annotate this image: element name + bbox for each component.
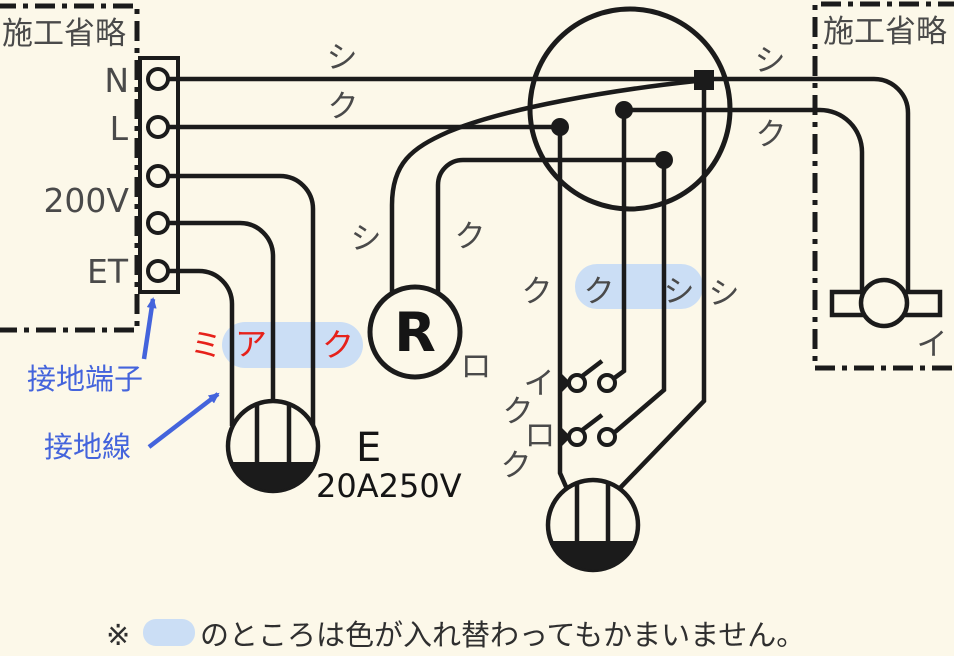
outlet-terminal-lines	[254, 405, 292, 462]
right-omission-label: 施工省略	[823, 14, 947, 50]
highlight-legend-swatch	[143, 619, 195, 646]
terminal-200v-1	[146, 164, 170, 188]
note-text: のところは色が入れ替わってもかまいません。	[200, 618, 805, 652]
power-terminal-block	[138, 56, 180, 294]
lamp-terminal-lines	[574, 484, 611, 541]
switch-bottom-blade	[579, 413, 604, 433]
terminal-200v-2	[146, 211, 170, 235]
wire-label-mid-ku-2: ク	[584, 274, 615, 310]
outlet-black-segment	[232, 464, 314, 491]
wire-label-l-ku: ク	[328, 89, 359, 125]
switch-bottom-feed-notch	[558, 424, 571, 450]
annotation-ground-wire: 接地線	[44, 430, 131, 464]
wire-label-r-right-ku: ク	[455, 219, 486, 255]
wire-label-mid-shi-1: シ	[664, 274, 695, 310]
wire-to-right-device	[624, 107, 865, 292]
wire-label-right-shi: シ	[755, 43, 786, 79]
switches	[567, 359, 617, 447]
wire-switch-common	[557, 127, 570, 490]
outlet-e-label: E	[356, 425, 381, 471]
annotation-ground-terminal: 接地端子	[27, 362, 143, 396]
terminal-et-label: ET	[87, 252, 129, 291]
connection-dot-1	[551, 118, 569, 136]
arrow-ground-terminal	[141, 297, 157, 360]
device-r-letter: R	[394, 301, 436, 364]
wire-label-n-shi: シ	[327, 40, 358, 76]
terminal-l-label: L	[110, 109, 129, 148]
switch-top-right-contact	[597, 373, 617, 393]
wire-label-r-left-shi: シ	[351, 221, 382, 257]
wire-square-to-lamp	[618, 80, 707, 490]
ceiling-light-circle	[858, 277, 910, 329]
outlet-20a250v-e	[225, 398, 321, 494]
ceiling-light-device	[829, 277, 943, 329]
connection-dot-3	[655, 151, 673, 169]
terminal-n-label: N	[104, 61, 129, 100]
connection-dot-2	[615, 101, 633, 119]
left-omission-label: 施工省略	[2, 16, 126, 52]
left-omission-box	[0, 3, 140, 333]
wire-200v-red	[169, 220, 276, 402]
wire-label-mid-shi-2: シ	[709, 276, 740, 312]
wire-label-outlet-ku: ク	[322, 326, 354, 364]
terminal-block-outline	[138, 56, 180, 294]
wires	[169, 76, 911, 490]
wire-to-switch-bottom	[613, 160, 667, 434]
terminal-l	[146, 115, 170, 139]
circuit-label-r-ro: ロ	[461, 349, 492, 385]
wire-r-to-square	[389, 78, 697, 294]
wire-label-outlet-a: ア	[235, 325, 267, 363]
wire-to-switch-top	[611, 110, 627, 381]
lamp-black-segment	[552, 543, 634, 570]
switch-bottom-left-contact	[567, 427, 587, 447]
switch-top-feed-notch	[558, 370, 571, 396]
circuit-label-switch-bottom-ro: ロ	[525, 418, 556, 454]
wire-label-switch-top-ku: ク	[503, 394, 534, 430]
circuit-label-right-device-i: イ	[917, 327, 948, 363]
swap-highlights	[143, 264, 703, 646]
circuit-label-switch-top-i: イ	[524, 366, 555, 402]
wire-200v-black	[169, 173, 316, 426]
switch-top-blade	[579, 359, 604, 379]
wire-label-outlet-mi: ミ	[190, 326, 222, 364]
highlight-outlet-colors	[222, 322, 363, 368]
connection-square	[694, 70, 714, 90]
right-omission-box	[812, 1, 954, 371]
lamp-receptacle	[545, 477, 641, 573]
wire-ground	[169, 268, 235, 426]
wire-label-switch-bottom-ku: ク	[501, 448, 532, 484]
switch-bottom-right-contact	[597, 427, 617, 447]
device-r-circle	[367, 284, 463, 380]
outlet-rating-label: 20A250V	[316, 467, 462, 505]
highlight-mid-colors	[575, 264, 703, 309]
junction-box-circle	[527, 6, 733, 212]
arrow-ground-wire	[147, 392, 220, 449]
terminal-200v-label: 200V	[43, 181, 129, 220]
wire-label-right-ku: ク	[756, 117, 787, 153]
terminal-et	[146, 259, 170, 283]
note-mark: ※	[106, 618, 130, 652]
switch-top-left-contact	[567, 373, 587, 393]
wire-n-shi	[169, 76, 911, 292]
wire-r-to-dot	[435, 157, 664, 294]
terminal-n	[146, 67, 170, 91]
wire-label-mid-ku-1: ク	[522, 274, 553, 310]
